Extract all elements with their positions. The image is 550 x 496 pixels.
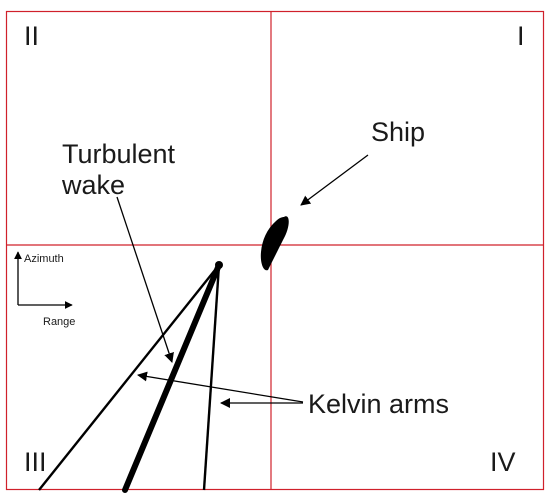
turbulent-wake-label-line2: wake <box>61 170 125 200</box>
range-label: Range <box>43 316 75 328</box>
kelvin-arm-right <box>202 264 221 491</box>
azimuth-label: Azimuth <box>24 253 64 265</box>
quadrant-label-ii: II <box>24 21 39 51</box>
ship-shape <box>260 216 289 271</box>
kelvin-arm-left <box>38 264 220 491</box>
frame-border <box>5 10 545 491</box>
wake-origin <box>215 261 223 269</box>
quadrant-label-iii: III <box>24 447 47 477</box>
ship-arrow <box>300 154 369 206</box>
turbulent-wake-label-line1: Turbulent <box>62 139 176 169</box>
kelvin-arms-label: Kelvin arms <box>308 389 449 419</box>
kelvin-arrow-left <box>137 371 304 403</box>
turbulent-wake-line <box>122 262 222 493</box>
quadrant-label-iv: IV <box>490 447 516 477</box>
ship-label: Ship <box>371 117 425 147</box>
quadrant-label-i: I <box>517 21 525 51</box>
turbulent-wake-arrow <box>116 196 174 363</box>
